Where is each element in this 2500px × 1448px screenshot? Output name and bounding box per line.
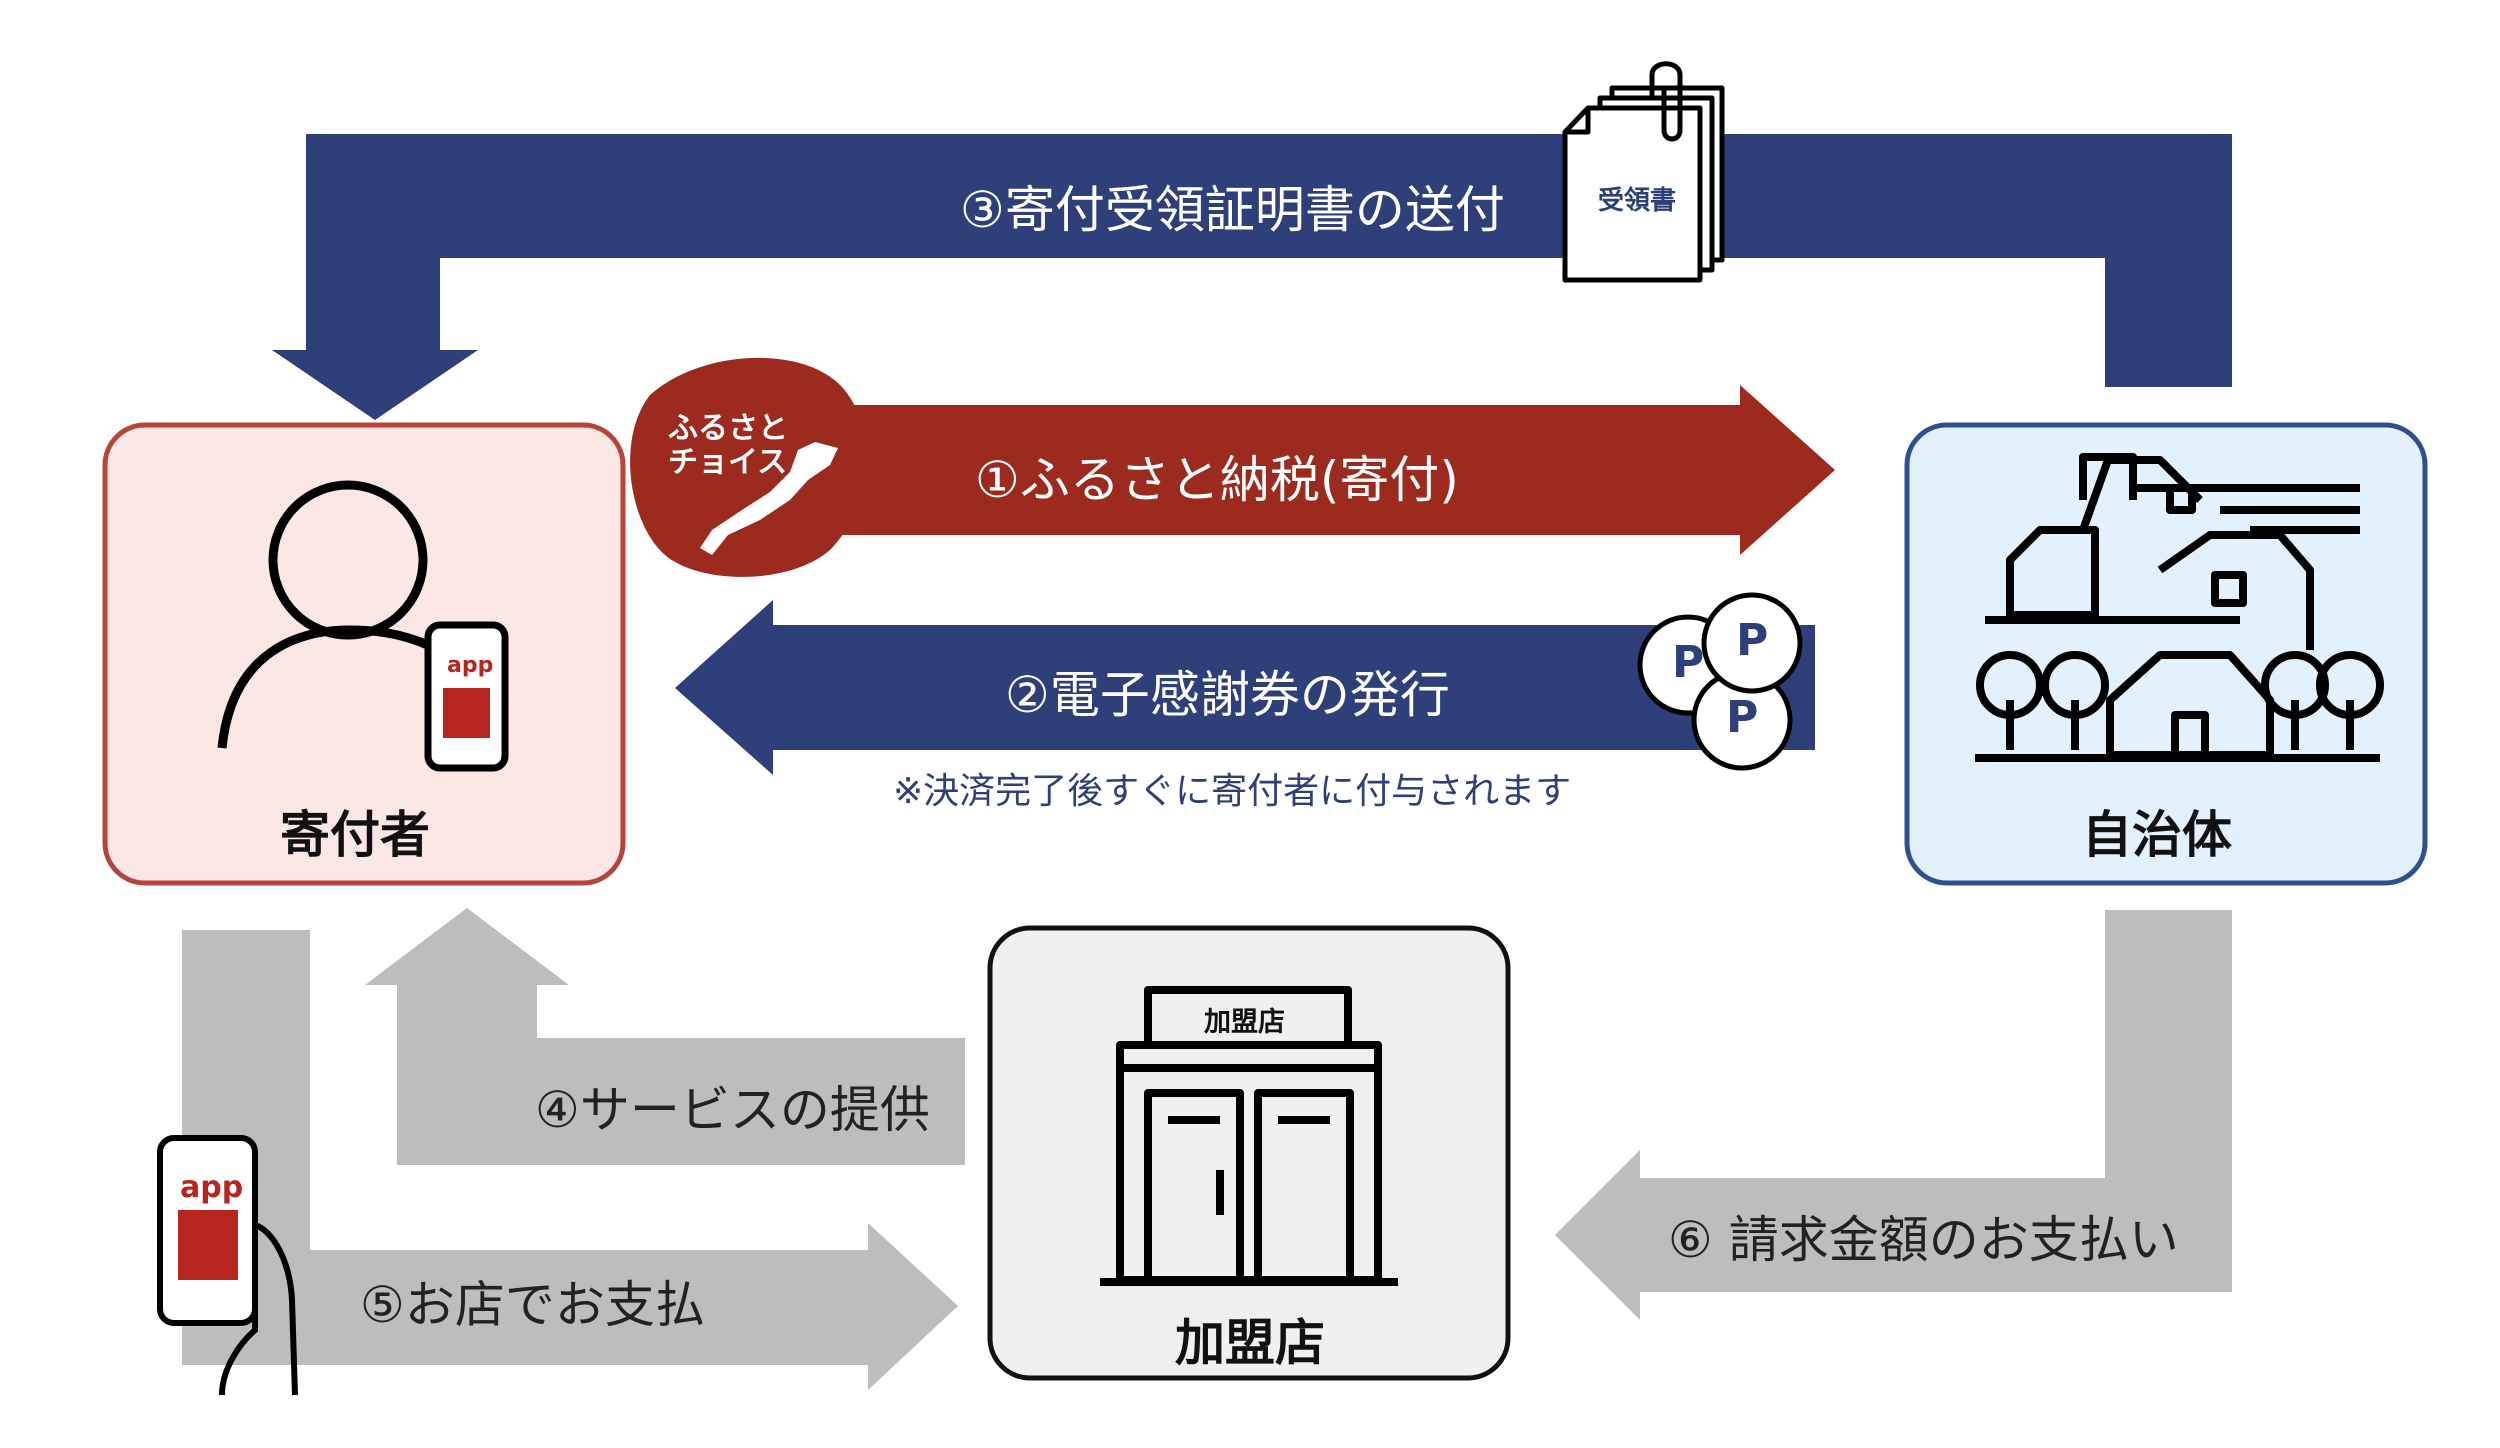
receipt-document-icon (1562, 61, 1725, 283)
coin-p-3: P (1726, 692, 1759, 743)
arrow-step1 (780, 385, 1835, 555)
coin-p-2: P (1736, 615, 1769, 666)
shop-label: 加盟店 (1175, 1314, 1325, 1372)
japan-map-icon (630, 357, 866, 577)
coin-p-1: P (1672, 637, 1705, 688)
arrow-step5 (182, 930, 958, 1390)
town-icon (1975, 453, 2384, 762)
step2-note: ※決済完了後すぐに寄付者に付与されます (893, 771, 1572, 812)
step2-label: ②電子感謝券の発行 (1005, 666, 1450, 724)
donor-label: 寄付者 (280, 806, 430, 864)
arrow-step6 (1555, 910, 2232, 1320)
smartphone-app-icon (424, 621, 509, 772)
logo-line1: ふるさと (668, 411, 788, 446)
step5-label: ⑤お店でお支払 (360, 1276, 705, 1334)
arrow-step3 (272, 134, 2232, 420)
step6-label: ⑥ 請求金額のお支払い (1668, 1211, 2179, 1269)
logo-line2: チョイス (668, 445, 788, 480)
hand-phone-icon (157, 1135, 298, 1396)
step3-label: ③寄付受領証明書の送付 (960, 181, 1505, 239)
storefront-icon (1100, 986, 1398, 1286)
step4-label: ④サービスの提供 (535, 1081, 930, 1139)
app-label-donor: app (447, 653, 494, 678)
arrow-step2 (675, 600, 1815, 775)
step1-label: ①ふるさと納税(寄付) (975, 451, 1459, 509)
shop-sign: 加盟店 (1204, 1007, 1285, 1038)
municipality-label: 自治体 (2082, 806, 2232, 864)
receipt-label: 受領書 (1598, 186, 1677, 216)
app-label-hand: app (180, 1170, 244, 1205)
arrow-step4 (365, 908, 965, 1165)
point-coin-icon (1637, 592, 1803, 771)
